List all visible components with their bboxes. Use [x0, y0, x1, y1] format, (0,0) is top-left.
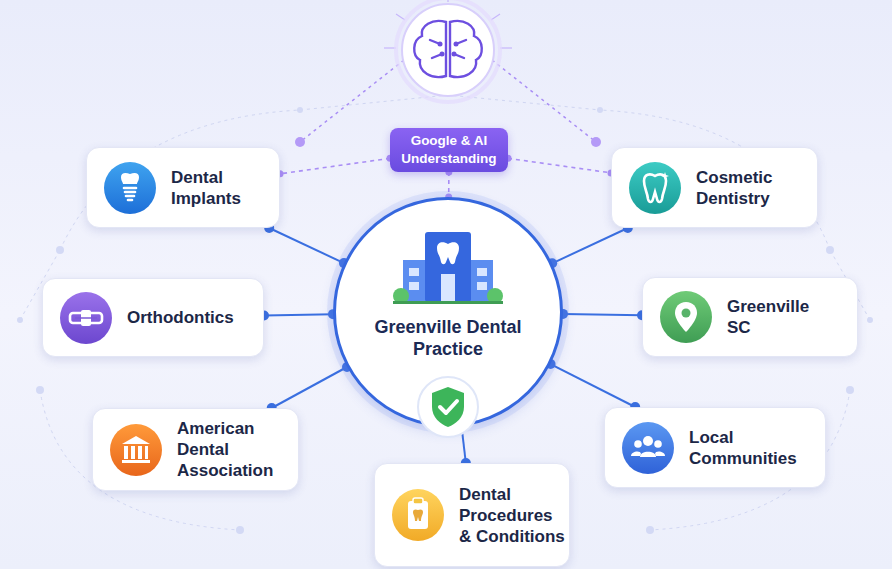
topic-card: Orthodontics: [42, 278, 264, 357]
hub-circle: Greenville Dental Practice: [333, 197, 563, 427]
topic-card: Cosmetic Dentistry: [611, 147, 818, 228]
topic-label: Cosmetic Dentistry: [696, 167, 801, 209]
shield-badge: [416, 375, 480, 439]
topic-label: Greenville SC: [727, 296, 827, 338]
topic-icon: [391, 488, 445, 542]
topic-card: Dental Implants: [86, 147, 280, 228]
dashed-link: [445, 169, 452, 201]
hub-link: [547, 223, 633, 268]
topic-icon: [109, 423, 163, 477]
topic-label: Dental Procedures & Conditions: [459, 484, 569, 547]
hub-link: [264, 223, 349, 268]
ai-pill: Google & AI Understanding: [390, 128, 508, 172]
hub-link: [546, 359, 641, 412]
topic-label: Local Communities: [689, 427, 809, 469]
topic-label: American Dental Association: [177, 418, 282, 481]
hub-link: [267, 362, 352, 413]
topic-icon: [103, 161, 157, 215]
pill-label: Google & AI Understanding: [400, 132, 498, 168]
topic-card: Local Communities: [604, 407, 826, 488]
topic-icon: [59, 291, 113, 345]
dashed-link: [277, 155, 394, 178]
topic-icon: [621, 421, 675, 475]
topic-label: Dental Implants: [171, 167, 263, 209]
topic-label: Orthodontics: [127, 307, 234, 328]
topic-icon: [628, 161, 682, 215]
topic-card: Greenville SC: [642, 277, 858, 357]
topic-card: American Dental Association: [92, 408, 299, 491]
topic-icon: [659, 290, 713, 344]
hub-link: [558, 309, 647, 320]
topic-card: Dental Procedures & Conditions: [374, 463, 570, 567]
hub-link: [259, 309, 338, 320]
hub-label: Greenville Dental Practice: [356, 316, 540, 360]
building-icon: [393, 224, 503, 306]
dashed-link: [505, 155, 615, 177]
